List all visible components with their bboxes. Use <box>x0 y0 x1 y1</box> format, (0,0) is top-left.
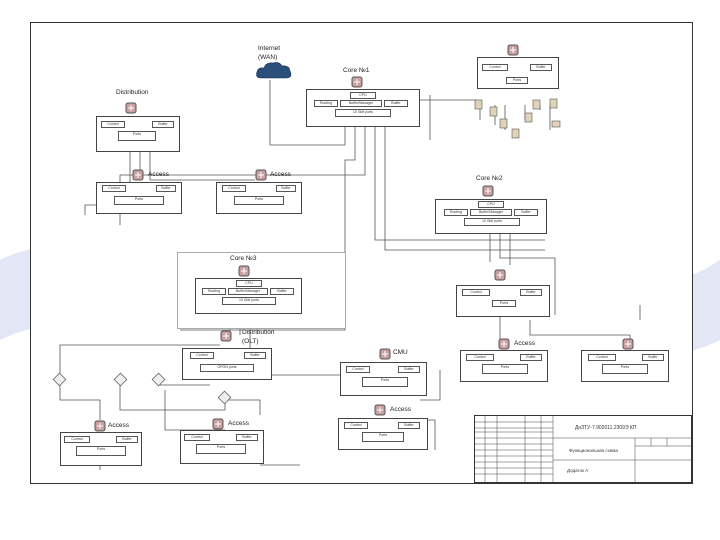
access6-router-icon <box>94 420 106 432</box>
access2-box2: Buffer <box>276 185 296 192</box>
server-switch-device <box>477 57 559 89</box>
core1-buffer2-box: Buffer <box>384 100 408 107</box>
access6-box2: Buffer <box>116 436 138 443</box>
access2-router-icon <box>255 169 267 181</box>
core2-label: Core №2 <box>476 175 503 182</box>
core2-router-icon <box>482 185 494 197</box>
cmu-router-icon <box>379 348 391 360</box>
sheet-label: Додаток А <box>567 468 589 473</box>
right-switch-box1: Control <box>462 289 490 296</box>
right-switch-box2: Buffer <box>520 289 542 296</box>
access2-label: Access <box>270 171 291 178</box>
distribution-ports-box: Ports <box>118 131 156 141</box>
server-group-icons <box>474 98 561 139</box>
access4-ports-box: Ports <box>482 364 528 374</box>
access-cmu-router-icon <box>374 404 386 416</box>
core1-label: Core №1 <box>343 67 370 74</box>
title-block: ДнЗТУ-7.902011.2309Э КП Функциональная с… <box>474 415 692 483</box>
access3-label: Access <box>390 406 411 413</box>
access2-box1: Control <box>222 185 246 192</box>
core3-router-icon <box>238 265 250 277</box>
core3-buffer2-box: Buffer <box>270 288 294 295</box>
server-switch-box1: Control <box>482 64 508 71</box>
core2-buffer-box: Buffer/Manager <box>470 209 512 216</box>
access1-box2: Buffer <box>156 185 176 192</box>
distribution-box2: Buffer <box>152 121 174 128</box>
access6-label: Access <box>108 422 129 429</box>
access7-box2: Buffer <box>236 434 258 441</box>
olt-label: (OLT) <box>242 338 259 345</box>
right-switch-box3: Ports <box>492 300 516 307</box>
core1-routing-box: Routing <box>314 100 338 107</box>
access7-label: Access <box>228 420 249 427</box>
core1-switch-box: 10 Gbit ports <box>335 109 391 117</box>
access7-box1: Control <box>184 434 210 441</box>
access7-ports-box: Ports <box>196 444 246 454</box>
core3-buffer-box: Buffer/Manager <box>228 288 268 295</box>
access5-ports-box: Ports <box>602 364 648 374</box>
access4-router-icon <box>498 338 510 350</box>
access4-box1: Control <box>466 354 494 361</box>
access4-box2: Buffer <box>520 354 542 361</box>
distribution-olt-label: Distribution <box>242 329 275 336</box>
server-switch-box2: Buffer <box>530 64 552 71</box>
access5-router-icon <box>622 338 634 350</box>
access1-router-icon <box>132 169 144 181</box>
core3-device <box>195 278 302 314</box>
core3-switch-box: 10 Gbit ports <box>222 297 276 305</box>
olt-ports-box: GPON ports <box>200 364 254 372</box>
internet-cloud-icon <box>256 62 292 79</box>
olt-box2: Buffer <box>244 352 266 359</box>
core2-cpu-box: CPU <box>478 201 504 208</box>
access1-box1: Control <box>102 185 126 192</box>
splitter-icons <box>52 372 232 404</box>
core3-routing-box: Routing <box>202 288 226 295</box>
cmu-label: СМU <box>393 349 408 356</box>
core1-cpu-box: CPU <box>350 92 376 99</box>
core2-routing-box: Routing <box>444 209 468 216</box>
title-block-grid <box>475 416 691 482</box>
core1-buffer-box: Buffer/Manager <box>340 100 382 107</box>
access3-box1: Control <box>344 422 368 429</box>
distribution-label: Distribution <box>116 89 149 96</box>
distribution-box1: Control <box>101 121 125 128</box>
cmu-ports-box: Ports <box>362 377 408 387</box>
core1-router-icon <box>351 76 363 88</box>
access5-box2: Buffer <box>642 354 664 361</box>
olt-box1: Control <box>190 352 214 359</box>
cmu-box1: Control <box>346 366 370 373</box>
access6-box1: Control <box>64 436 90 443</box>
core2-buffer2-box: Buffer <box>514 209 538 216</box>
access1-ports-box: Ports <box>114 196 164 205</box>
access5-box1: Control <box>588 354 616 361</box>
core3-cpu-box: CPU <box>236 280 262 287</box>
olt-router-icon <box>220 330 232 342</box>
server-switch-box3: Ports <box>506 77 528 84</box>
wan-label: (WAN) <box>258 54 278 61</box>
distribution-router-icon <box>125 102 137 114</box>
doc-code: ДнЗТУ-7.902011.2309Э КП <box>575 425 637 431</box>
access1-label: Access <box>148 171 169 178</box>
access3-box2: Buffer <box>398 422 420 429</box>
internet-label: Internet <box>258 45 281 52</box>
access6-ports-box: Ports <box>76 446 126 456</box>
access4-label: Access <box>514 340 535 347</box>
access2-ports-box: Ports <box>234 196 284 205</box>
right-switch-router-icon <box>494 269 506 281</box>
core3-label: Core №3 <box>230 255 257 262</box>
server-switch-router-icon <box>507 44 519 56</box>
cmu-box2: Buffer <box>398 366 420 373</box>
diagram-title: Функциональная схема <box>569 448 618 453</box>
access3-ports-box: Ports <box>362 432 404 442</box>
core2-switch-box: 10 Gbit ports <box>464 218 520 226</box>
access7-router-icon <box>212 418 224 430</box>
